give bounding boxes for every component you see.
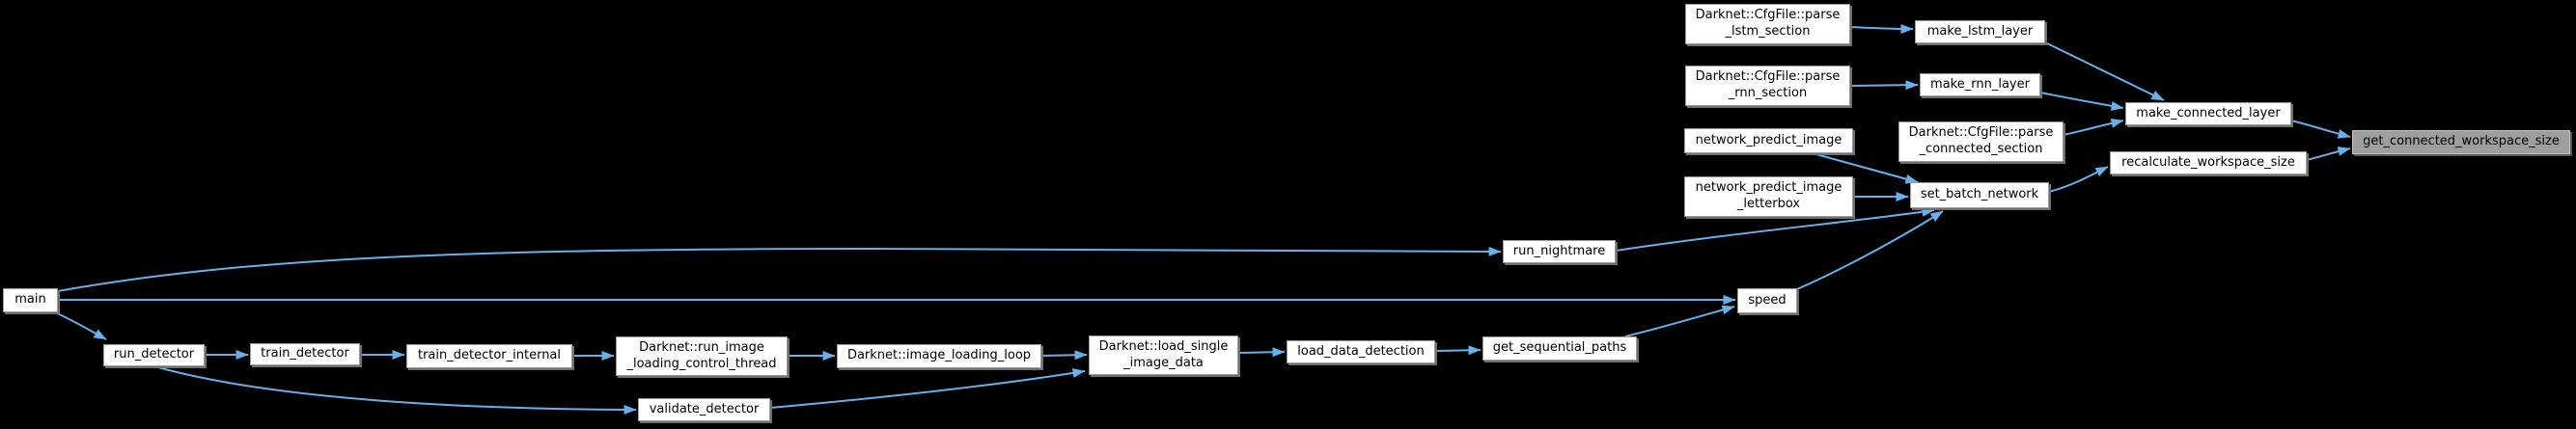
node-get-sequential-paths[interactable]: get_sequential_paths: [1482, 336, 1637, 361]
edge-set-batch-network-to-recalculate-workspace-size: [2048, 166, 2109, 193]
node-set-batch-network[interactable]: set_batch_network: [1910, 182, 2049, 208]
node-validate-detector[interactable]: validate_detector: [638, 398, 770, 421]
node-parse-connected-section[interactable]: Darknet::CfgFile::parse _connected_secti…: [1898, 121, 2064, 162]
edge-load-data-detection-to-get-sequential-paths: [1434, 345, 1482, 356]
edge-speed-to-set-batch-network: [1796, 210, 1944, 290]
node-parse-rnn-section[interactable]: Darknet::CfgFile::parse _rnn_section: [1685, 66, 1850, 106]
edge-parse-connected-section-to-make-connected-layer: [2063, 118, 2124, 136]
node-parse-lstm-section[interactable]: Darknet::CfgFile::parse _lstm_section: [1685, 4, 1850, 44]
node-run-detector[interactable]: run_detector: [103, 344, 205, 366]
node-make-rnn-layer[interactable]: make_rnn_layer: [1920, 73, 2040, 96]
node-load-data-detection[interactable]: load_data_detection: [1287, 340, 1435, 363]
node-train-detector[interactable]: train_detector: [250, 343, 360, 365]
edge-make-lstm-layer-to-make-connected-layer: [2046, 42, 2165, 101]
node-image-loading-loop[interactable]: Darknet::image_loading_loop: [837, 344, 1041, 368]
edge-main-to-run-nightmare: [57, 246, 1502, 292]
node-make-lstm-layer[interactable]: make_lstm_layer: [1915, 20, 2045, 43]
edge-run-detector-to-validate-detector: [153, 365, 637, 415]
node-speed[interactable]: speed: [1737, 288, 1797, 313]
edge-make-connected-layer-to-get-connected-workspace-size: [2290, 120, 2351, 139]
edge-parse-lstm-section-to-make-lstm-layer: [1849, 23, 1914, 34]
node-train-detector-internal[interactable]: train_detector_internal: [406, 344, 572, 368]
node-network-predict-image-letterbox[interactable]: network_predict_image _letterbox: [1684, 176, 1853, 217]
node-main[interactable]: main: [3, 288, 58, 312]
edge-get-sequential-paths-to-speed: [1624, 305, 1735, 337]
edge-main-to-run-detector: [54, 311, 107, 340]
edge-network-predict-image-to-set-batch-network: [1812, 152, 1919, 184]
edge-make-rnn-layer-to-make-connected-layer: [2039, 92, 2124, 111]
node-run-nightmare[interactable]: run_nightmare: [1503, 240, 1616, 263]
edge-run-nightmare-to-set-batch-network: [1615, 206, 1935, 252]
node-load-single-image-data[interactable]: Darknet::load_single _image_data: [1089, 335, 1238, 375]
edge-image-loading-loop-to-load-single-image-data: [1040, 350, 1088, 361]
node-network-predict-image[interactable]: network_predict_image: [1684, 128, 1853, 153]
edge-recalculate-workspace-size-to-get-connected-workspace-size: [2306, 146, 2351, 161]
node-get-connected-workspace-size: get_connected_workspace_size: [2352, 130, 2570, 154]
edge-load-single-image-data-to-load-data-detection: [1237, 347, 1286, 358]
node-make-connected-layer[interactable]: make_connected_layer: [2125, 102, 2291, 125]
edge-validate-detector-to-load-single-image-data: [769, 368, 1086, 409]
node-run-image-loading-control-thread[interactable]: Darknet::run_image _loading_control_thre…: [616, 336, 788, 376]
node-recalculate-workspace-size[interactable]: recalculate_workspace_size: [2110, 151, 2307, 174]
edge-parse-rnn-section-to-make-rnn-layer: [1849, 80, 1919, 91]
